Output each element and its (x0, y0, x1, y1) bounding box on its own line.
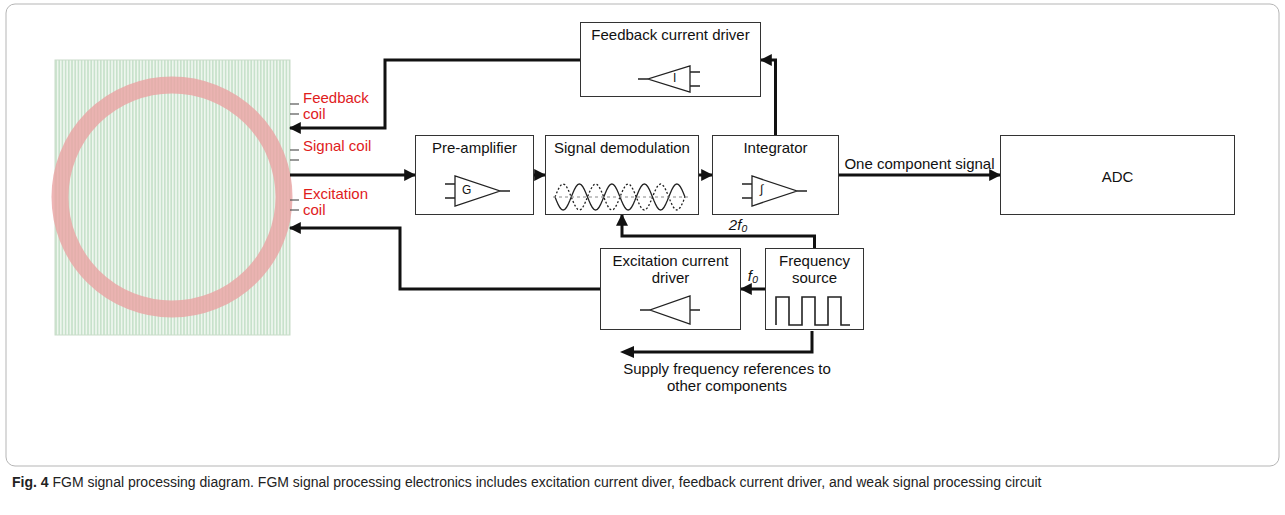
pin-stroke (290, 103, 299, 104)
symbol-letter: ∫ (760, 181, 763, 198)
pin-stroke (290, 113, 299, 114)
amplifier-symbol (445, 176, 510, 206)
figure-caption: Fig. 4 FGM signal processing diagram. FG… (12, 474, 1272, 491)
fluxgate-sensor-node: Feedback coilSignal coilExcitation coil (55, 60, 290, 335)
integrator-symbol (742, 176, 807, 206)
caption-body: FGM signal processing diagram. FGM signa… (49, 474, 1042, 490)
current-driver-symbol (638, 66, 700, 92)
pin-stroke (290, 209, 299, 210)
box-title: Pre-amplifier (416, 136, 533, 156)
integrator-box: Integrator (712, 135, 839, 215)
box-title: Feedback current driver (581, 23, 760, 43)
feedback-driver-box: Feedback current driver (580, 22, 761, 97)
signal-arrow (534, 174, 545, 177)
signal-arrow (622, 215, 815, 248)
edge-label: f₀ (748, 267, 759, 284)
box-title: Excitation current driver (601, 249, 740, 286)
signal-arrow (290, 60, 580, 128)
symbol-letter: I (673, 70, 676, 87)
driver-symbol (640, 296, 700, 324)
signal-arrow (761, 60, 776, 135)
pin-stroke (290, 149, 299, 150)
box-title: Integrator (713, 136, 838, 156)
box-title: ADC (1098, 165, 1138, 185)
edge-label: One component signal (844, 155, 994, 172)
coil-pins (290, 104, 299, 210)
coil-label: Feedback coil (303, 90, 381, 122)
sensor-core (55, 60, 290, 335)
excitation-driver-box: Excitation current driver (600, 248, 741, 330)
pin-stroke (290, 199, 299, 200)
signal-arrow (290, 174, 415, 177)
box-title: Signal demodulation (546, 136, 698, 156)
zero-line (553, 197, 688, 198)
box-title: Frequency source (766, 249, 863, 286)
adc-box: ADC (1000, 135, 1235, 215)
ring-core (60, 85, 284, 309)
note-text: Supply frequency references to other com… (612, 360, 842, 394)
reference-arrowhead (620, 346, 634, 358)
fluxgate-sensor (55, 60, 299, 335)
square-wave (776, 297, 850, 325)
frequency-source-box: Frequency source (765, 248, 864, 330)
demodulation-box: Signal demodulation (545, 135, 699, 215)
caption-number: Fig. 4 (12, 474, 49, 490)
signal-arrow (741, 288, 765, 291)
reference-leader (632, 331, 812, 352)
pin-stroke (290, 159, 299, 160)
symbol-letter: G (462, 182, 471, 199)
signal-arrow (839, 174, 1000, 177)
signal-arrow (699, 174, 712, 177)
symbols (445, 66, 850, 325)
signal-arrow (290, 228, 600, 289)
edge-label: 2f₀ (729, 216, 748, 233)
preamp-box: Pre-amplifier (415, 135, 534, 215)
coil-label: Signal coil (303, 138, 381, 154)
figure-frame (6, 4, 1279, 466)
coil-label: Excitation coil (303, 186, 381, 218)
